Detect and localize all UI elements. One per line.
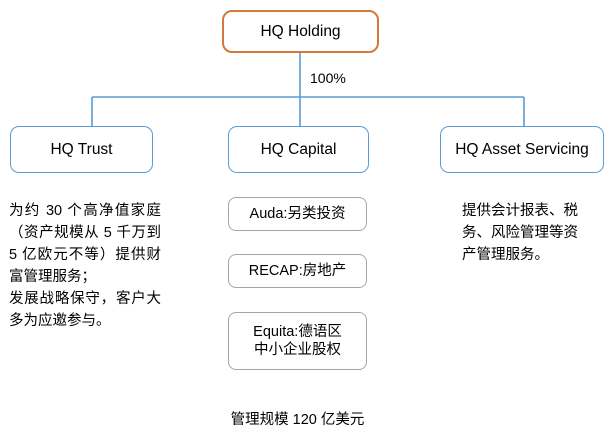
- node-hq-holding-label: HQ Holding: [260, 22, 341, 40]
- node-auda-label: Auda:另类投资: [249, 205, 346, 222]
- node-auda[interactable]: Auda:另类投资: [228, 197, 367, 231]
- node-hq-asset-servicing-label: HQ Asset Servicing: [455, 140, 589, 158]
- node-hq-trust[interactable]: HQ Trust: [10, 126, 153, 173]
- node-recap-label: RECAP:房地产: [248, 262, 347, 279]
- node-hq-capital[interactable]: HQ Capital: [228, 126, 369, 173]
- caption-aum: 管理规模 120 亿美元: [230, 412, 365, 428]
- node-recap[interactable]: RECAP:房地产: [228, 254, 367, 288]
- node-equita[interactable]: Equita:德语区 中小企业股权: [228, 312, 367, 370]
- node-hq-asset-servicing[interactable]: HQ Asset Servicing: [440, 126, 604, 173]
- node-hq-trust-label: HQ Trust: [50, 140, 113, 158]
- edge-label-ownership-percent: 100%: [310, 70, 346, 86]
- node-equita-label-line2: 中小企业股权: [254, 342, 341, 358]
- node-equita-label-line1: Equita:德语区: [253, 323, 342, 340]
- node-hq-capital-label: HQ Capital: [260, 140, 337, 158]
- node-hq-holding[interactable]: HQ Holding: [222, 10, 379, 53]
- description-hq-asset-servicing: 提供会计报表、税务、风险管理等资产管理服务。: [462, 203, 578, 264]
- description-hq-trust: 为约 30 个高净值家庭（资产规模从 5 千万到 5 亿欧元不等）提供财富管理服…: [9, 203, 161, 330]
